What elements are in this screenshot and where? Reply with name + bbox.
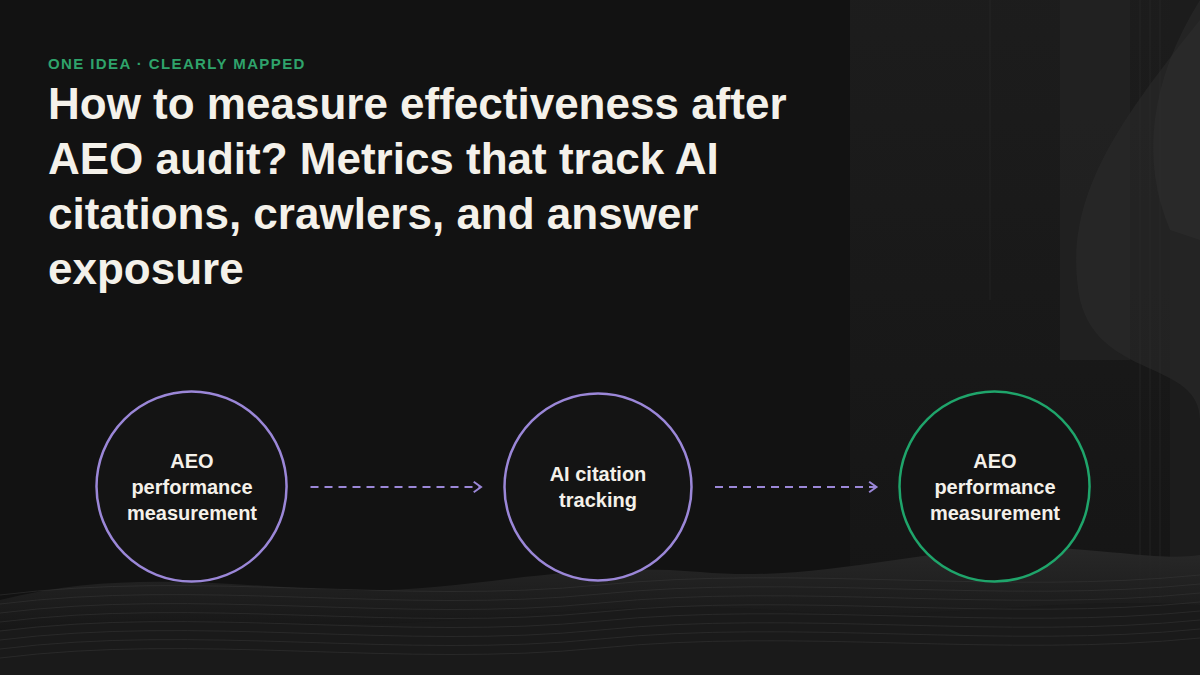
step-label: AEO performance measurement — [117, 448, 267, 526]
slide-title: How to measure effectiveness after AEO a… — [48, 76, 788, 296]
wave-line — [0, 638, 1200, 658]
wave-line — [0, 584, 1200, 604]
dashed-arrow — [311, 482, 481, 493]
circle-content: AEO performance measurement — [95, 390, 288, 583]
wave-line — [0, 629, 1200, 649]
wave-line — [0, 620, 1200, 640]
circle-content: AEO performance measurement — [898, 390, 1091, 583]
arrow-head — [474, 482, 481, 493]
step-circle: AEO performance measurement — [898, 390, 1091, 583]
circle-shape — [900, 392, 1090, 582]
circle-content: AI citation tracking — [503, 392, 693, 582]
circle-shape — [505, 394, 692, 581]
step-circle: AI citation tracking — [503, 392, 693, 582]
step-label: AEO performance measurement — [920, 448, 1070, 526]
circle-outline — [503, 392, 693, 582]
kicker-label: ONE IDEA · CLEARLY MAPPED — [48, 55, 306, 72]
step-label: AI citation tracking — [523, 461, 673, 513]
wave-line — [0, 602, 1200, 622]
dashed-arrow — [715, 482, 876, 493]
wave-line — [0, 611, 1200, 631]
circle-shape — [97, 392, 287, 582]
step-circle: AEO performance measurement — [95, 390, 288, 583]
arrow-head — [869, 482, 876, 493]
connector-line — [715, 486, 876, 488]
connector-line — [311, 486, 481, 488]
wave-line — [0, 593, 1200, 613]
